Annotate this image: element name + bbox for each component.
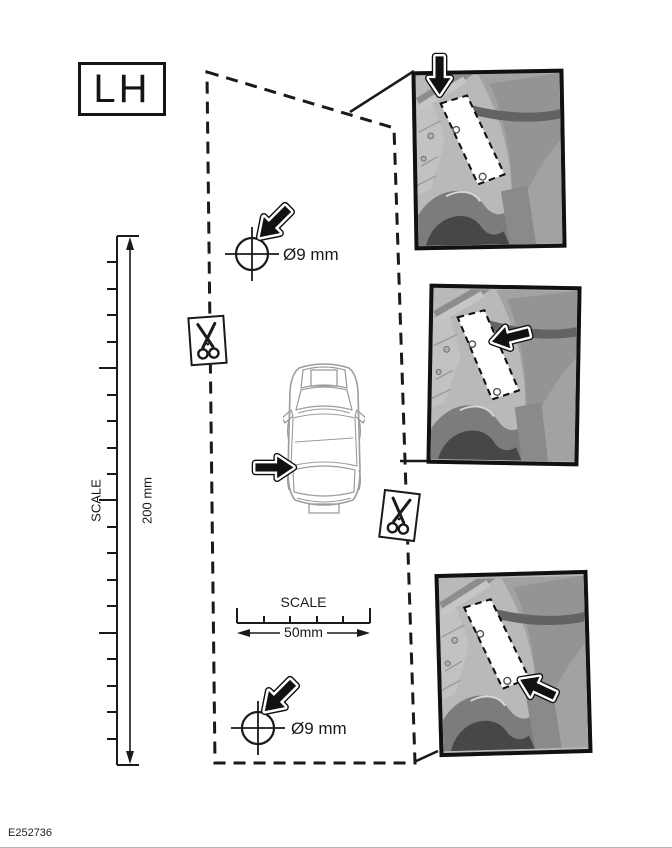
vertical-dimension-line	[126, 237, 134, 764]
vertical-scale-dimension: 200 mm	[139, 477, 155, 524]
panel-photo-scene	[439, 574, 589, 753]
drill-crosshair-bottom	[231, 701, 285, 755]
drill-diameter-label-top: Ø9 mm	[283, 245, 339, 264]
vertical-scale-label: SCALE	[88, 479, 104, 522]
horizontal-ruler	[236, 608, 371, 624]
panel-location-photo-3	[434, 569, 593, 758]
vertical-ruler	[99, 235, 139, 766]
cutout-template-outline	[205, 69, 417, 765]
side-label-box: LH	[78, 62, 166, 116]
drill-crosshair-top	[225, 227, 279, 281]
panel-location-photo-2	[426, 283, 582, 467]
horizontal-scale-dimension: 50mm	[280, 624, 327, 640]
scissors-icon	[196, 321, 220, 360]
horizontal-scale-label: SCALE	[280, 594, 327, 610]
arrow-icon-car	[240, 443, 298, 481]
arrow-icon-inset-1	[426, 42, 464, 98]
panel-photo-scene	[416, 73, 563, 246]
figure-id: E252736	[8, 827, 53, 839]
cut-here-box-left	[187, 314, 228, 367]
cut-here-box-right	[378, 488, 421, 543]
inset-leader-lines	[349, 69, 439, 764]
horizontal-scale-dimension-wrap: 50mm	[237, 624, 370, 642]
panel-photo-scene	[431, 288, 578, 462]
car-top-view	[283, 363, 365, 514]
drill-diameter-label-bottom: Ø9 mm	[291, 719, 347, 738]
scissors-icon	[386, 496, 412, 535]
side-label: LH	[93, 66, 151, 111]
